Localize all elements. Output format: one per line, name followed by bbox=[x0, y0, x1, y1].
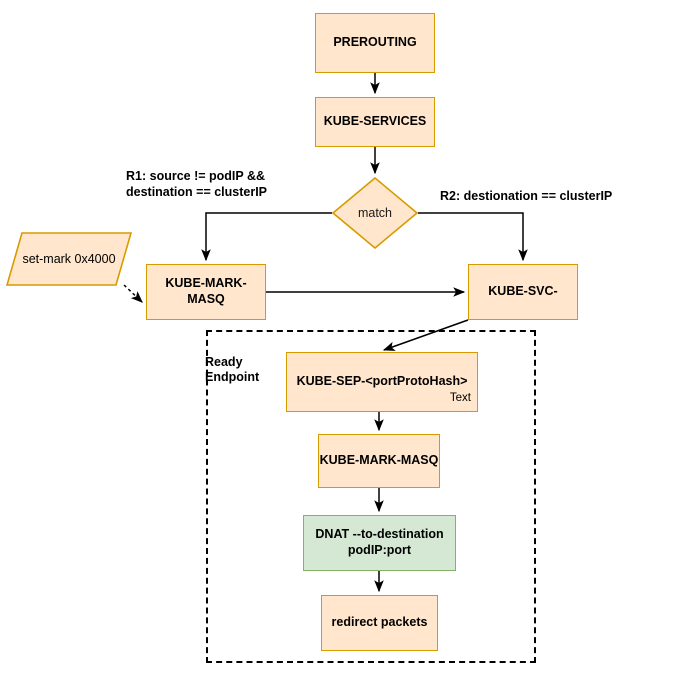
node-match-label: match bbox=[357, 206, 393, 220]
edge-set-mark-dashed bbox=[123, 284, 143, 303]
edge-match-to-kube-mark-masq bbox=[201, 212, 332, 262]
node-set-mark-label: set-mark 0x4000 bbox=[22, 252, 116, 266]
node-kube-mark-masq-bottom-label: KUBE-MARK-MASQ bbox=[319, 453, 439, 468]
node-kube-mark-masq-top[interactable]: KUBE-MARK-MASQ bbox=[146, 264, 266, 320]
node-kube-services-label: KUBE-SERVICES bbox=[323, 114, 427, 129]
group-ready-endpoint bbox=[206, 330, 536, 663]
node-redirect-packets-label: redirect packets bbox=[331, 615, 428, 630]
edge-label-rule1: R1: source != podIP && destination == cl… bbox=[126, 169, 268, 200]
node-set-mark[interactable]: set-mark 0x4000 bbox=[6, 232, 132, 286]
node-kube-svc-label: KUBE-SVC- bbox=[488, 284, 558, 299]
node-match[interactable]: match bbox=[332, 177, 418, 249]
diamond-shape bbox=[332, 177, 418, 249]
node-kube-sep-label: KUBE-SEP-<portProtoHash> bbox=[296, 374, 468, 389]
node-kube-sep-sublabel: Text bbox=[449, 391, 471, 404]
edge-label-rule2: R2: destionation == clusterIP bbox=[440, 189, 613, 203]
node-prerouting[interactable]: PREROUTING bbox=[315, 13, 435, 73]
node-kube-sep[interactable]: KUBE-SEP-<portProtoHash> Text bbox=[286, 352, 478, 412]
parallelogram-shape bbox=[6, 232, 132, 286]
group-ready-endpoint-label: Ready Endpoint bbox=[205, 355, 260, 384]
node-dnat-label: DNAT --to-destination podIP:port bbox=[315, 527, 444, 557]
node-kube-mark-masq-top-label: KUBE-MARK-MASQ bbox=[165, 276, 247, 306]
node-kube-services[interactable]: KUBE-SERVICES bbox=[315, 97, 435, 147]
node-kube-svc[interactable]: KUBE-SVC- bbox=[468, 264, 578, 320]
node-prerouting-label: PREROUTING bbox=[333, 35, 417, 50]
node-kube-mark-masq-bottom[interactable]: KUBE-MARK-MASQ bbox=[318, 434, 440, 488]
edge-match-to-kube-svc bbox=[418, 212, 528, 262]
node-redirect-packets[interactable]: redirect packets bbox=[321, 595, 438, 651]
node-dnat[interactable]: DNAT --to-destination podIP:port bbox=[303, 515, 456, 571]
